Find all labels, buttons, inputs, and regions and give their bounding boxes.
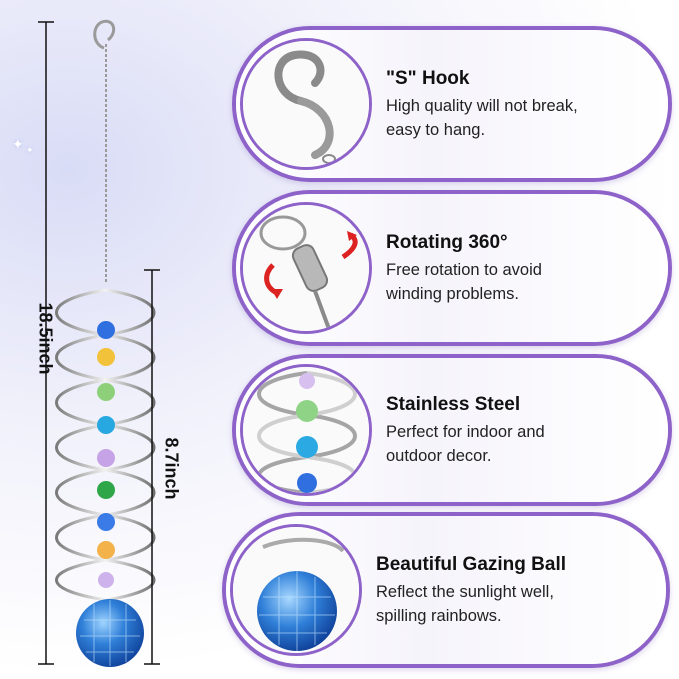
swivel-icon: [243, 205, 369, 331]
crystal-ball-icon: [233, 527, 359, 653]
feature-desc: Perfect for indoor and outdoor decor.: [386, 420, 636, 468]
crystal: [97, 513, 115, 531]
s-hook-icon: [243, 41, 369, 167]
feature-card-gazing-ball: Beautiful Gazing Ball Reflect the sunlig…: [222, 512, 670, 668]
feature-desc-line: easy to hang.: [386, 121, 486, 139]
crystals: [97, 321, 115, 588]
spiral-length-label: 8.7inch: [161, 437, 182, 500]
feature-desc-line: outdoor decor.: [386, 447, 492, 465]
crystal: [97, 481, 115, 499]
feature-title: Stainless Steel: [386, 394, 521, 415]
feature-desc-line: Reflect the sunlight well,: [376, 583, 554, 601]
total-length-label: 18.5inch: [35, 302, 56, 375]
feature-desc-line: High quality will not break,: [386, 97, 578, 115]
feature-desc: High quality will not break, easy to han…: [386, 94, 636, 142]
crystal: [97, 348, 115, 366]
feature-desc-line: spilling rainbows.: [376, 607, 502, 625]
crystal: [98, 572, 114, 588]
crystal-ball-photo: [230, 524, 362, 656]
feature-desc-line: winding problems.: [386, 285, 519, 303]
s-hook-icon: [93, 19, 116, 50]
crystal: [97, 416, 115, 434]
crystal: [97, 449, 115, 467]
feature-desc: Free rotation to avoid winding problems.: [386, 258, 636, 306]
feature-card-stainless: Stainless Steel Perfect for indoor and o…: [232, 354, 672, 506]
spiral-icon: [243, 367, 369, 493]
feature-title: Beautiful Gazing Ball: [376, 554, 567, 575]
crystal: [97, 541, 115, 559]
spiral-photo: [240, 364, 372, 496]
sparkle-icon: ✦: [12, 136, 24, 152]
product-illustration: [38, 19, 160, 667]
feature-title: "S" Hook: [386, 68, 470, 89]
swivel-photo: [240, 202, 372, 334]
feature-card-rotating: Rotating 360° Free rotation to avoid win…: [232, 190, 672, 346]
feature-desc: Reflect the sunlight well, spilling rain…: [376, 580, 626, 628]
spiral: [55, 288, 156, 602]
crystal: [97, 321, 115, 339]
feature-desc-line: Perfect for indoor and: [386, 423, 545, 441]
sparkle-icon: ✦: [26, 145, 34, 155]
s-hook-photo: [240, 38, 372, 170]
feature-title: Rotating 360°: [386, 232, 508, 253]
feature-card-s-hook: "S" Hook High quality will not break, ea…: [232, 26, 672, 182]
feature-desc-line: Free rotation to avoid: [386, 261, 542, 279]
crystal: [97, 383, 115, 401]
